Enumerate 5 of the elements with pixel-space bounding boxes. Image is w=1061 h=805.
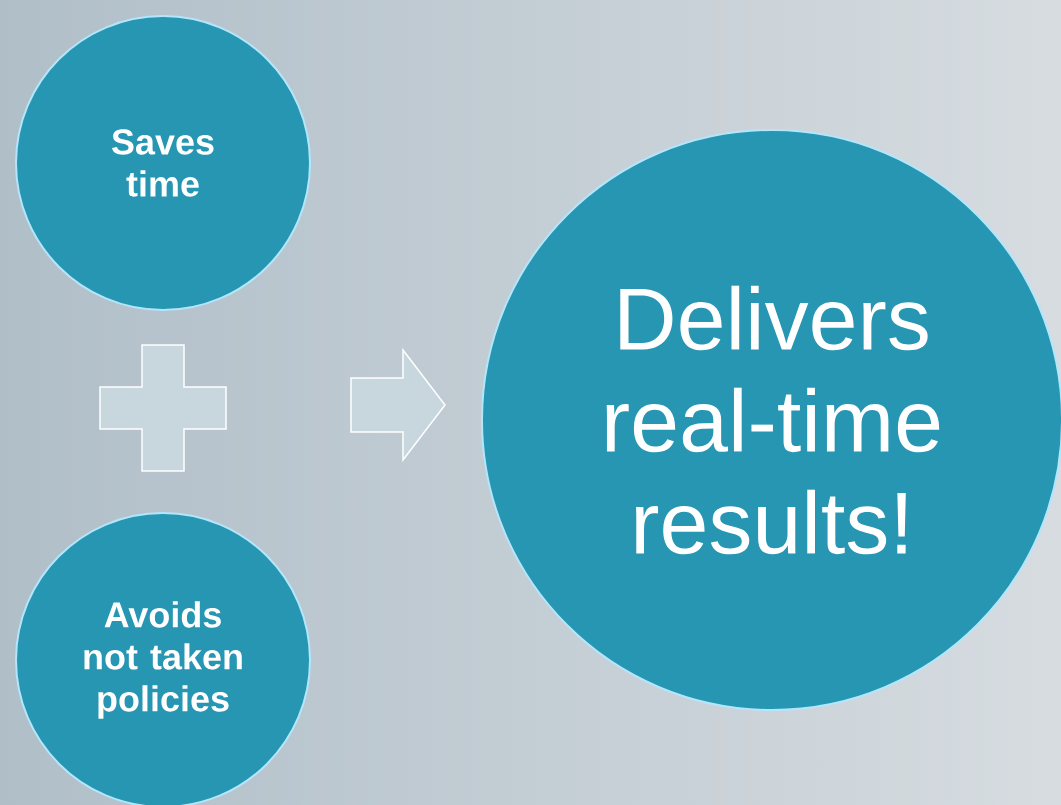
circle-node: Delivers real-time results!	[481, 129, 1061, 711]
circle-node: Saves time	[15, 15, 311, 311]
circle-node: Avoids not taken policies	[15, 512, 311, 805]
plus-sign	[99, 344, 227, 472]
block-arrow	[350, 347, 446, 463]
